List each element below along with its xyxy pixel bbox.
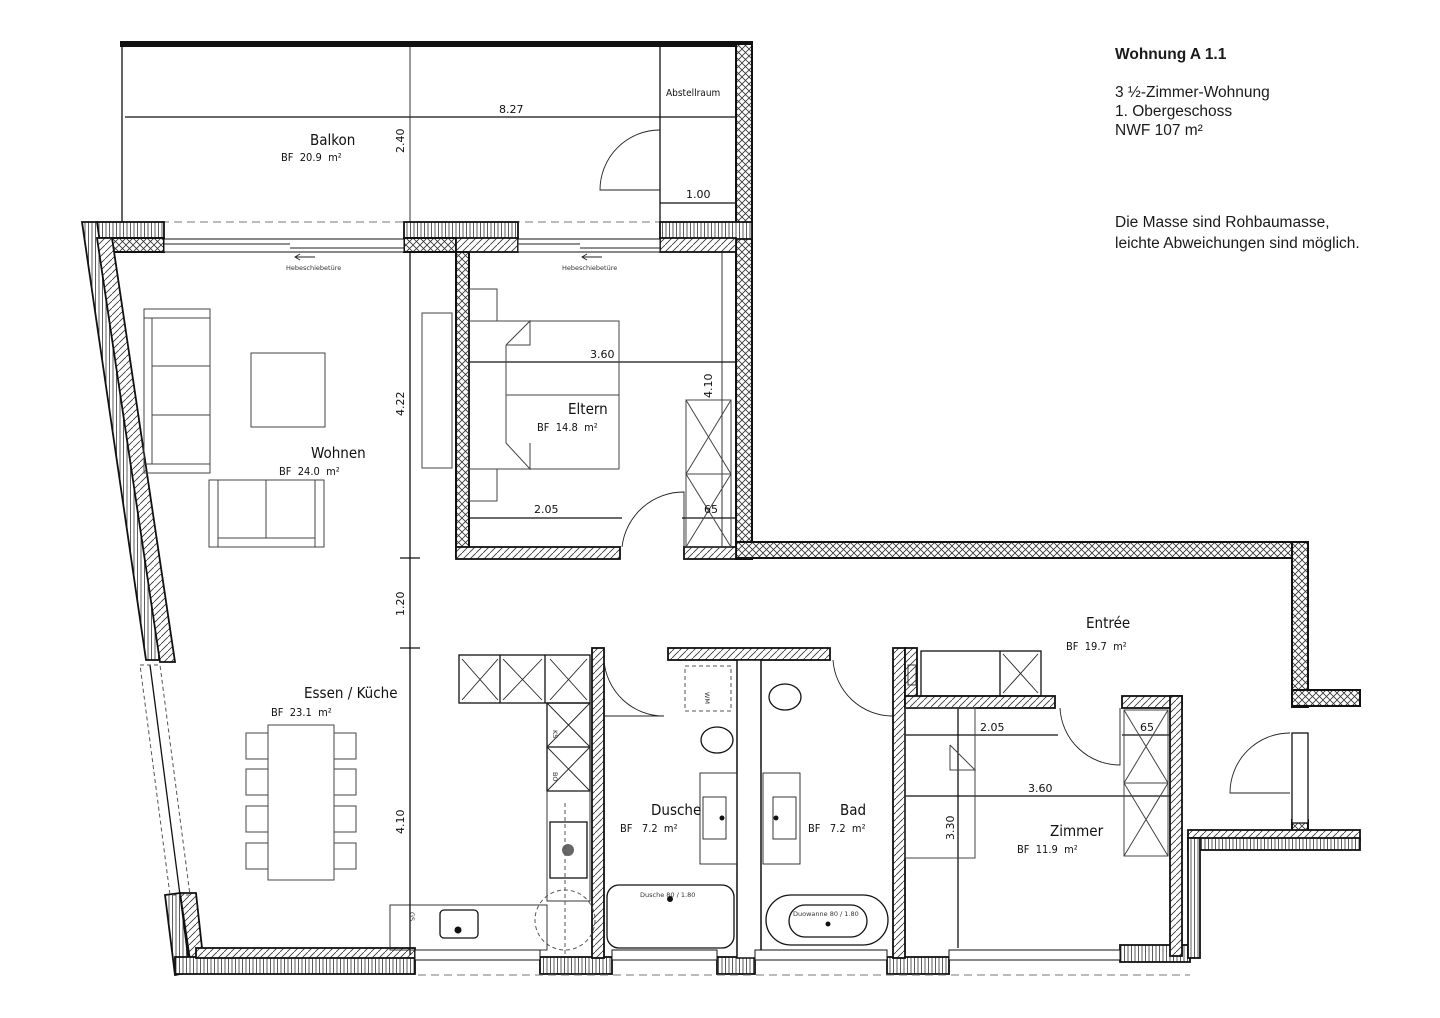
dim-kueche-depth: 4.10 [394,810,407,835]
dim-eltern-width: 3.60 [590,348,615,361]
room-name-bad: Bad [840,801,866,819]
washer-label: WM [703,692,711,704]
dim-eltern-depth: 4.10 [702,374,715,399]
dim-zimmer-width: 3.60 [1028,782,1053,795]
room-name-balkon: Balkon [310,131,355,149]
apartment-floor: 1. Obergeschoss [1115,103,1233,120]
dim-abstellraum-width: 1.00 [686,188,711,201]
room-area-balkon: BF 20.9 m² [281,151,342,164]
windows [139,238,1190,976]
dishwasher-label: GS [408,912,416,921]
room-name-dusche: Dusche [651,801,701,819]
dimension-labels: 8.27 2.40 1.00 4.22 1.20 4.10 3.60 4.10 … [394,103,1154,840]
room-area-zimmer: BF 11.9 m² [1017,843,1078,856]
bathtub-label: Duowanne 80 / 1.80 [793,910,859,918]
door-note-wohnen: Hebeschiebetüre [286,264,341,272]
apartment-info-panel: Wohnung A 1.1 3 ½-Zimmer-Wohnung 1. Ober… [1115,46,1415,254]
dim-passage: 1.20 [394,592,407,617]
room-name-zimmer: Zimmer [1050,822,1104,840]
room-area-dusche: BF 7.2 m² [620,822,678,835]
dim-eltern-bed: 2.05 [534,503,559,516]
room-name-eltern: Eltern [568,400,608,418]
doors [603,491,1309,824]
room-area-wohnen: BF 24.0 m² [279,465,340,478]
room-name-entree: Entrée [1086,614,1130,632]
apartment-type: 3 ½-Zimmer-Wohnung [1115,84,1270,101]
door-note-eltern: Hebeschiebetüre [562,264,617,272]
dimensions-disclaimer: Die Masse sind Rohbaumasse, leichte Abwe… [1115,214,1360,252]
apartment-title: Wohnung A 1.1 [1115,46,1227,63]
dim-wohnen-depth: 4.22 [394,392,407,417]
room-labels: Balkon BF 20.9 m² Abstellraum Wohnen BF … [271,88,1130,856]
dim-balkon-depth: 2.40 [394,129,407,154]
room-area-essen-kueche: BF 23.1 m² [271,706,332,719]
exterior-walls [80,43,1361,977]
room-name-wohnen: Wohnen [311,444,366,462]
balkon-area [120,41,753,223]
annotations: Hebeschiebetüre Hebeschiebetüre Dusche 8… [286,264,859,921]
room-name-essen-kueche: Essen / Küche [304,684,398,702]
room-area-entree: BF 19.7 m² [1066,640,1127,653]
dim-zimmer-depth: 3.30 [944,816,957,841]
apartment-area: NWF 107 m² [1115,122,1203,139]
furniture [143,288,1169,955]
dimension-lines [400,252,1170,955]
dim-eltern-closet: 65 [704,503,718,516]
dim-balkon-width: 8.27 [499,103,524,116]
dim-zimmer-bed: 2.05 [980,721,1005,734]
dim-zimmer-closet: 65 [1140,721,1154,734]
kitchen-unit-ks: KS [551,730,559,738]
room-area-eltern: BF 14.8 m² [537,421,598,434]
room-area-bad: BF 7.2 m² [808,822,866,835]
room-name-abstellraum: Abstellraum [666,88,720,99]
kitchen-unit-bo: BO [551,772,559,781]
shower-label: Dusche 80 / 1.80 [640,891,695,899]
